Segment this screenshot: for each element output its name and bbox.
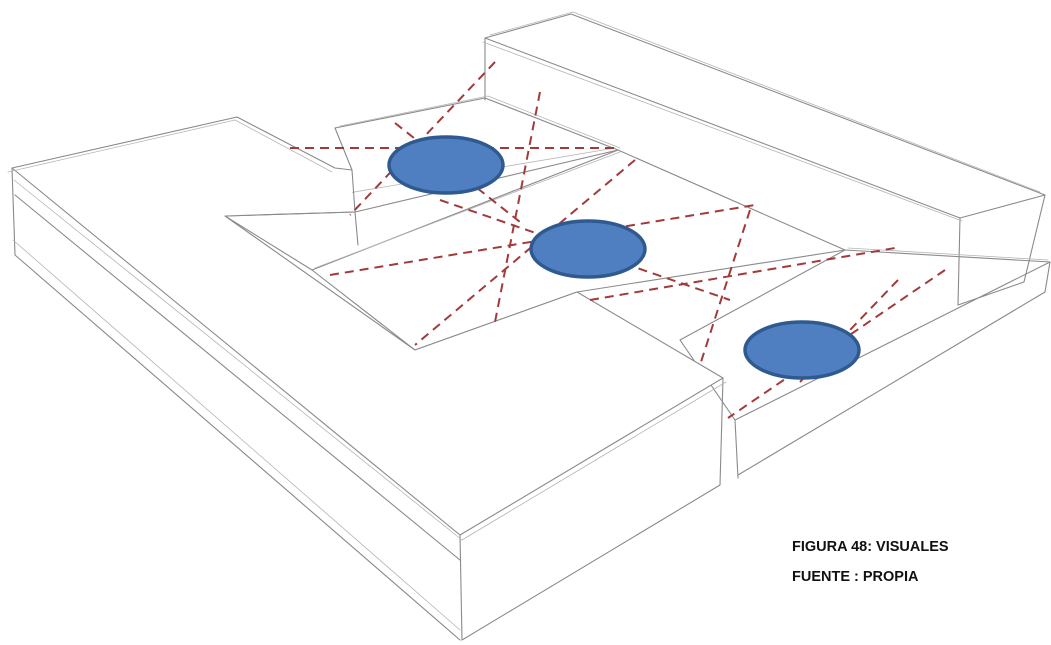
figure-source: FUENTE : PROPIA (792, 569, 919, 585)
sight-line (699, 209, 751, 366)
viewpoint-2 (529, 219, 647, 279)
figure-caption: FIGURA 48: VISUALES FUENTE : PROPIA (792, 532, 949, 592)
viewpoint-3 (743, 320, 861, 380)
viewpoint-1 (387, 135, 505, 195)
main-block (7, 116, 727, 641)
sight-line (799, 279, 899, 383)
sight-line (494, 91, 541, 323)
sight-line (589, 247, 896, 301)
viewpoints (387, 135, 861, 380)
sight-line (414, 159, 636, 346)
figure-title: FIGURA 48: VISUALES (792, 539, 949, 555)
sight-line (727, 269, 946, 419)
front-terrace (679, 247, 1051, 479)
